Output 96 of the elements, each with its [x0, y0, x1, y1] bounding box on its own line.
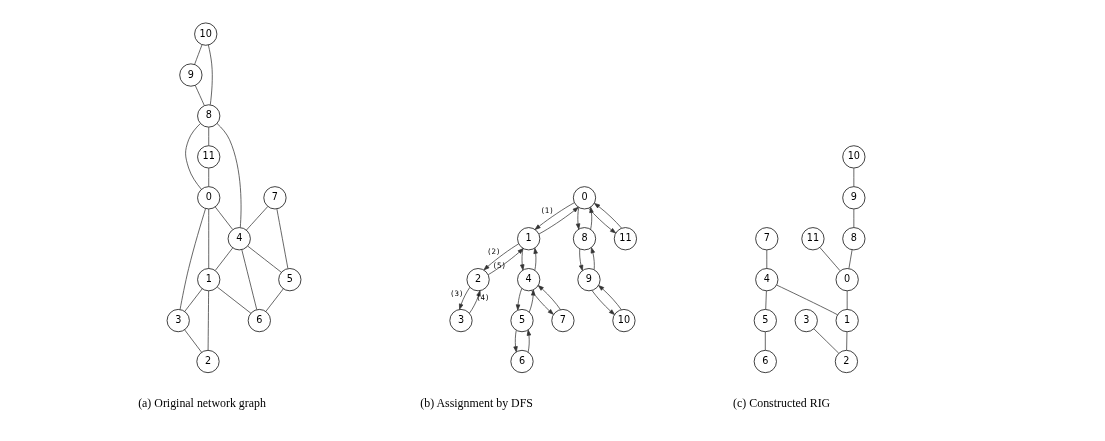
node-circle: 6 — [247, 309, 271, 333]
arrow — [483, 243, 520, 271]
node-circle: 4 — [517, 268, 541, 292]
connector — [276, 208, 289, 269]
arrow — [588, 207, 616, 234]
connector — [184, 288, 203, 312]
label: (a) Original network graph — [138, 396, 266, 411]
arrow — [537, 285, 561, 311]
arrow — [578, 248, 584, 271]
arrow — [515, 288, 523, 311]
node-circle: 8 — [197, 104, 221, 128]
connector — [214, 206, 233, 230]
arrow — [531, 290, 554, 315]
node-circle: 2 — [466, 268, 490, 292]
connector — [194, 84, 205, 106]
connector — [813, 328, 840, 354]
arrow — [594, 203, 622, 229]
node-circle: 11 — [197, 145, 221, 169]
connector — [185, 123, 202, 190]
node-circle: 3 — [166, 309, 190, 333]
connector — [776, 284, 838, 316]
connector — [846, 290, 848, 310]
node-circle: 10 — [194, 22, 218, 46]
connector — [766, 249, 768, 269]
arrow — [528, 289, 536, 313]
arrow — [598, 285, 622, 311]
connector — [247, 245, 282, 273]
connector — [184, 329, 202, 353]
connector — [819, 247, 841, 272]
connector — [215, 247, 234, 271]
arrow — [575, 207, 581, 230]
node-circle: 1 — [197, 268, 221, 292]
connector — [765, 290, 767, 310]
arrow — [589, 206, 594, 230]
arrow — [534, 202, 575, 230]
node-circle: 4 — [227, 227, 251, 251]
arrow — [538, 206, 579, 235]
node-circle: 2 — [196, 349, 220, 374]
node-circle: 7 — [551, 309, 575, 333]
arrow — [459, 286, 471, 310]
node-circle: 1 — [517, 227, 541, 251]
node-circle: 7 — [263, 186, 287, 210]
node-circle: 5 — [510, 309, 534, 333]
node-circle: 1 — [835, 309, 859, 333]
connector — [246, 206, 269, 231]
arrow — [513, 329, 518, 353]
connector — [208, 167, 210, 187]
node-circle: 0 — [835, 268, 859, 292]
arrow — [487, 248, 524, 275]
node-circle: 9 — [842, 186, 866, 210]
edge-label: (5) — [492, 261, 506, 271]
node-circle: 9 — [577, 268, 601, 292]
edge-label: (4) — [476, 293, 490, 303]
node-circle: 5 — [753, 309, 777, 333]
arrow — [590, 247, 595, 270]
connector — [194, 44, 203, 65]
node-circle: 0 — [572, 186, 597, 210]
connector — [265, 288, 284, 312]
connector — [848, 249, 853, 269]
edge-label: (2) — [486, 246, 501, 256]
connector — [216, 286, 252, 314]
node-circle: 4 — [755, 268, 779, 292]
connector — [208, 208, 210, 269]
connector — [241, 249, 258, 310]
connector — [179, 208, 206, 310]
edge-label: (1) — [540, 206, 554, 216]
node-circle: 10 — [612, 309, 636, 333]
label: (b) Assignment by DFS — [420, 396, 533, 411]
connector — [207, 290, 209, 351]
edge-label: (3) — [449, 288, 464, 298]
arrow — [591, 290, 615, 315]
connector — [853, 208, 855, 228]
connector — [853, 167, 855, 187]
node-circle: 9 — [179, 63, 203, 87]
connector — [208, 126, 210, 146]
node-circle: 3 — [449, 309, 473, 333]
node-circle: 8 — [842, 227, 866, 251]
node-circle: 3 — [794, 309, 818, 333]
node-circle: 0 — [197, 186, 221, 210]
connector — [846, 331, 848, 351]
node-circle: 11 — [613, 227, 637, 251]
connector — [216, 123, 242, 228]
arrow — [533, 247, 538, 271]
node-circle: 7 — [755, 227, 779, 251]
node-circle: 6 — [753, 349, 777, 374]
arrow — [526, 329, 532, 353]
connector — [208, 44, 213, 106]
node-circle: 11 — [801, 227, 825, 251]
node-circle: 2 — [834, 349, 858, 374]
arrow — [520, 248, 525, 271]
node-circle: 10 — [842, 145, 866, 169]
connector — [764, 331, 766, 351]
node-circle: 8 — [572, 227, 597, 251]
node-circle: 5 — [278, 268, 302, 292]
label: (c) Constructed RIG — [733, 396, 831, 411]
node-circle: 6 — [510, 349, 534, 374]
